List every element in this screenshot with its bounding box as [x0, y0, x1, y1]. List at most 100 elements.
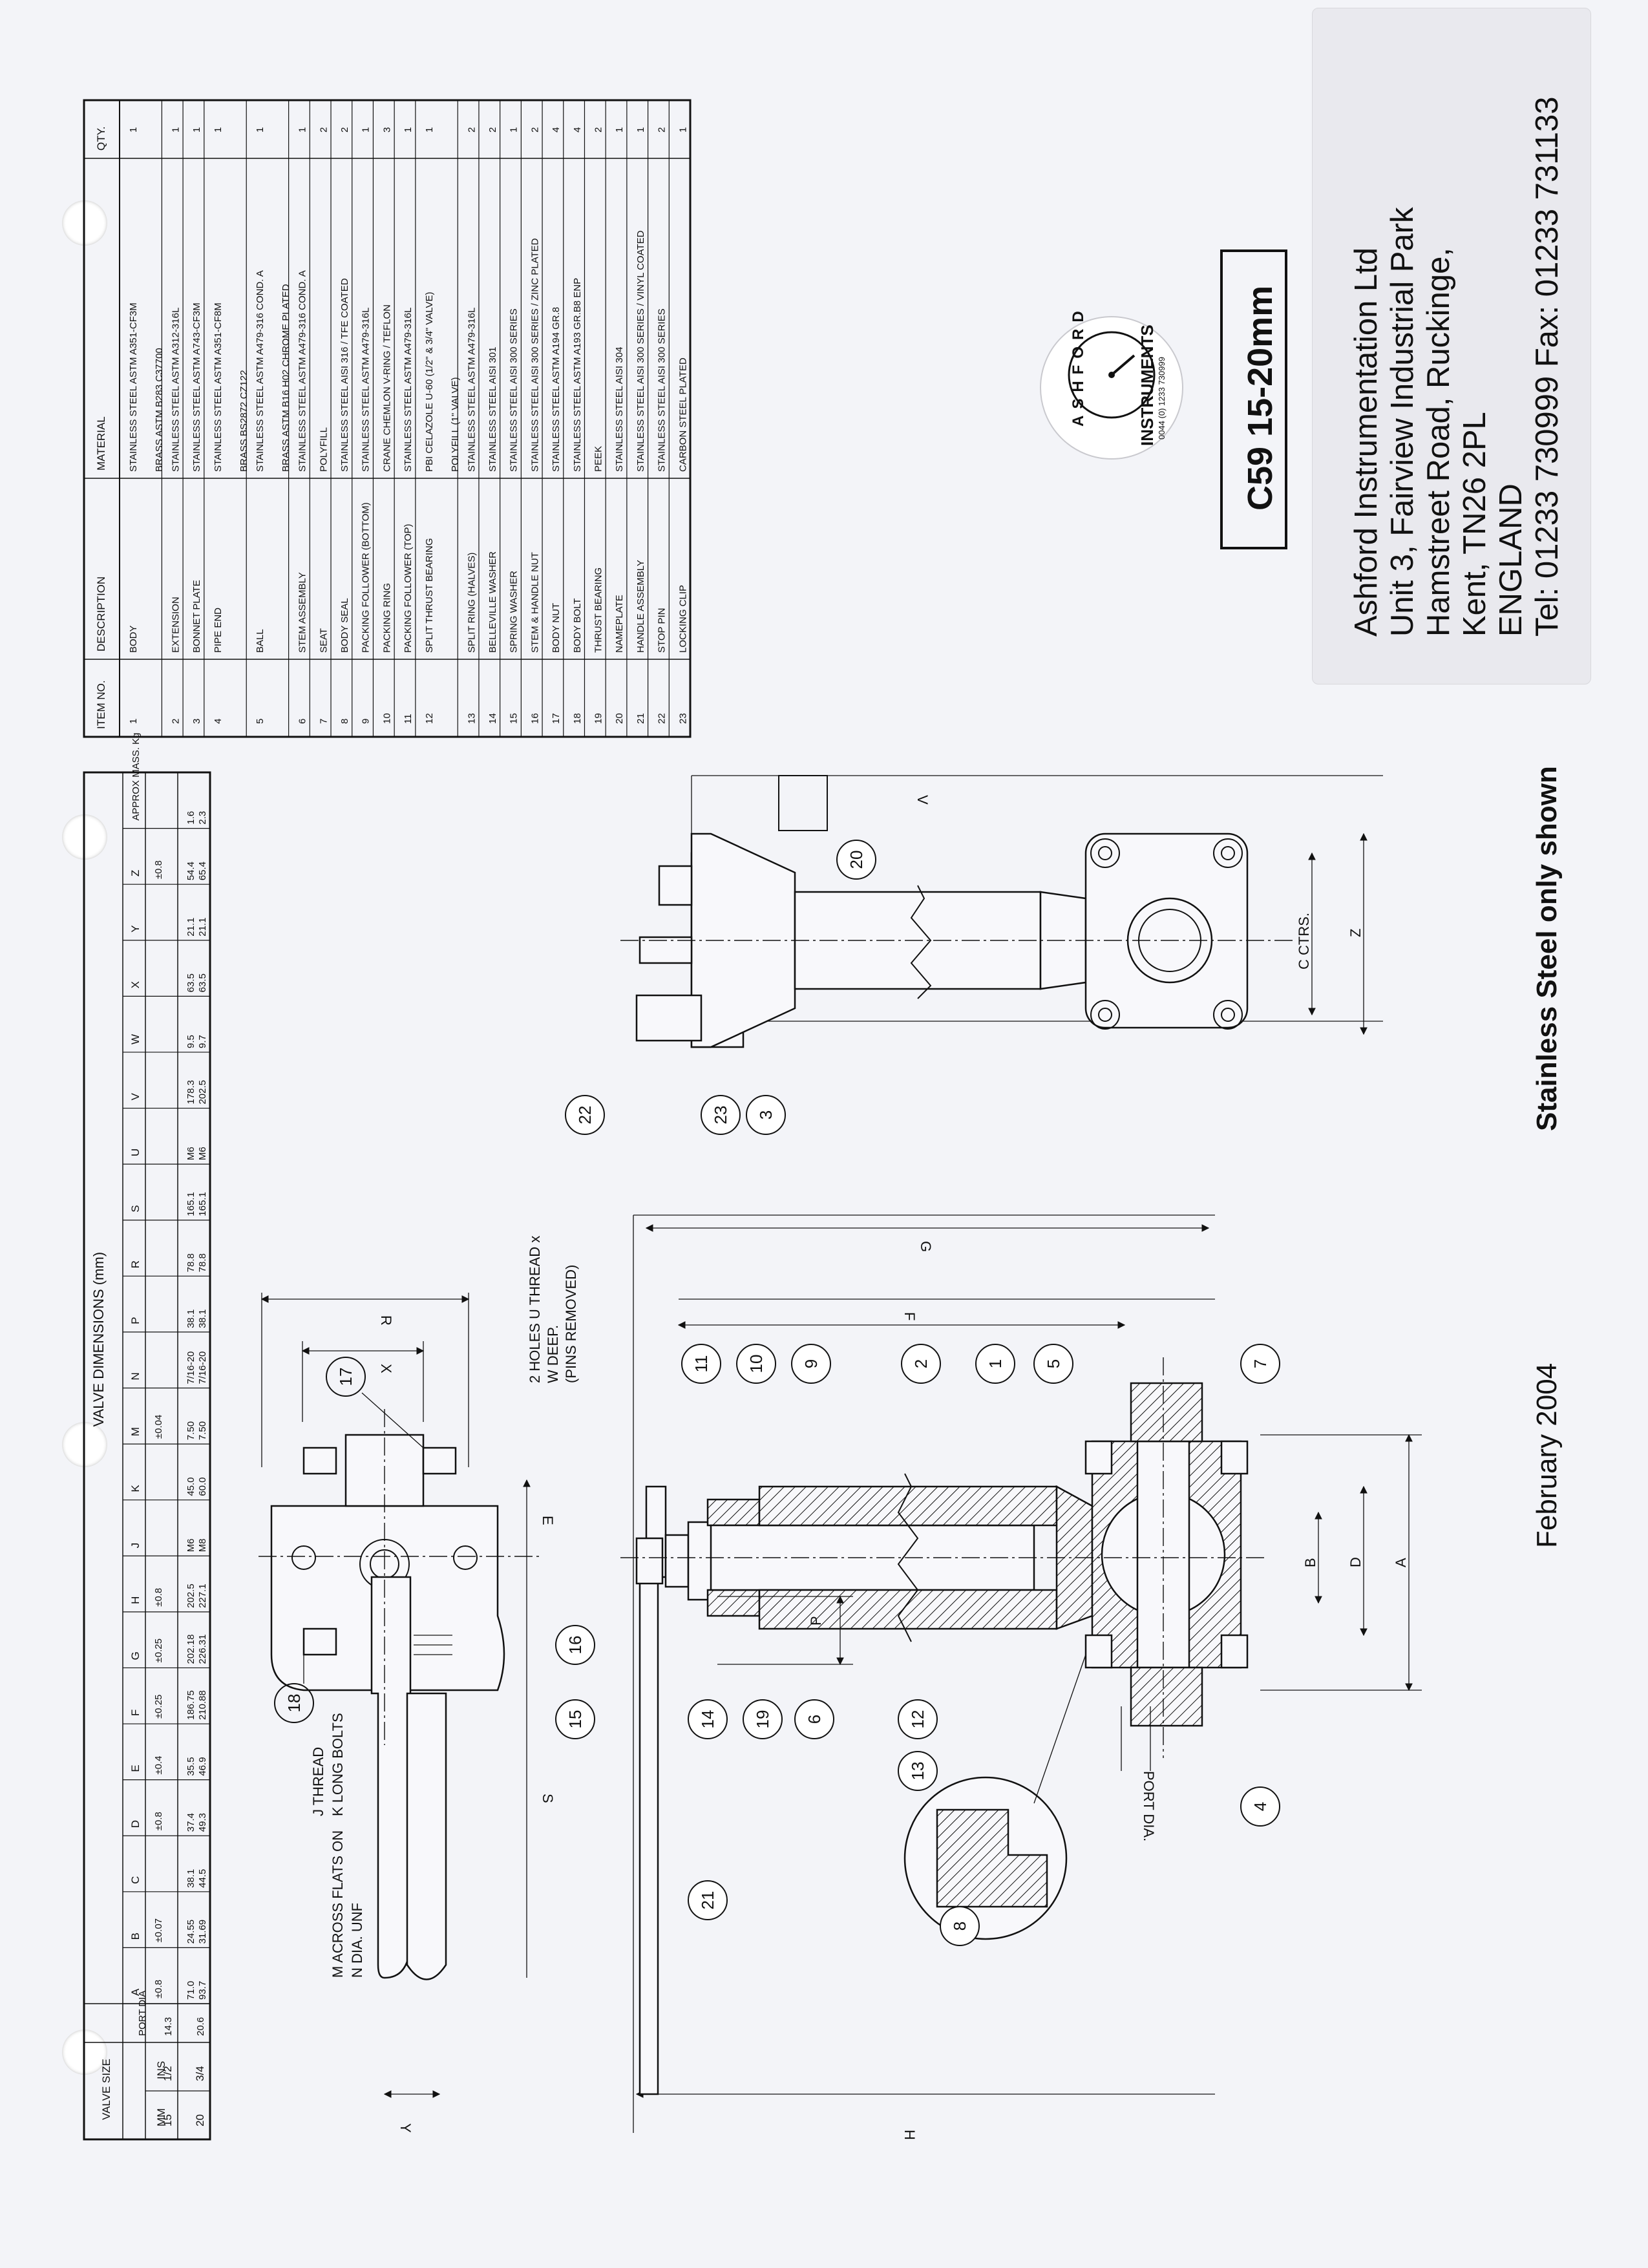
dim-d-label: D	[1347, 1557, 1364, 1567]
svg-text:11: 11	[692, 1355, 711, 1373]
svg-text:5: 5	[1044, 1359, 1063, 1368]
parts-qty: 1	[635, 127, 646, 132]
gauge-icon	[1108, 354, 1136, 378]
dim-tolerance: ±0.4	[153, 1756, 164, 1775]
dim-col-header: R	[129, 1260, 142, 1268]
dim-h-label: H	[902, 2130, 918, 2140]
parts-material: STAINLESS STEEL ASTM A351-CF8M	[213, 302, 224, 472]
dim-value: 202.18	[185, 1635, 196, 1664]
dim-value: 54.4	[185, 862, 196, 880]
balloon-13: 13	[898, 1751, 938, 1791]
parts-qty: 1	[255, 127, 266, 132]
dim-col-header: V	[129, 1093, 142, 1101]
dim-value: M6	[197, 1147, 208, 1160]
svg-text:23: 23	[711, 1106, 730, 1125]
dim-b-label: B	[1302, 1558, 1318, 1567]
parts-item-no: 17	[551, 713, 562, 724]
parts-qty: 2	[593, 127, 604, 132]
dim-value: 9.5	[185, 1035, 196, 1048]
parts-description: BODY	[128, 625, 139, 653]
holes-note-2: W DEEP.	[545, 1325, 561, 1383]
dim-col-header: P	[129, 1317, 142, 1324]
parts-material: PEEK	[593, 446, 604, 472]
parts-item-no: 16	[529, 713, 540, 724]
dim-value: 38.1	[185, 1869, 196, 1888]
title-text: C59 15-20mm	[1241, 286, 1280, 511]
dim-y-label: Y	[397, 2123, 414, 2133]
dim-col-header: A	[129, 1988, 142, 1996]
parts-material: BRASS BS2872 CZ122	[238, 370, 249, 472]
address-line-2: Hamstreet Road, Ruckinge,	[1421, 248, 1456, 637]
dim-col-header: G	[129, 1651, 142, 1660]
parts-item-no: 6	[297, 719, 308, 724]
parts-material: STAINLESS STEEL ASTM A194 GR.8	[551, 307, 562, 472]
dim-value: 63.5	[197, 973, 208, 992]
dim-tolerance: ±0.8	[153, 1980, 164, 1998]
balloon-20: 20	[836, 840, 876, 880]
dim-col-header: APPROX MASS. Kg	[131, 733, 142, 821]
parts-qty: 1	[509, 127, 520, 132]
balloon-17: 17	[326, 1357, 424, 1448]
parts-material: STAINLESS STEEL AISI 300 SERIES / ZINC P…	[529, 238, 540, 472]
dim-col-header: B	[129, 1933, 142, 1940]
parts-material: CARBON STEEL PLATED	[677, 357, 688, 472]
logo-phone: 0044 (0) 1233 730999	[1157, 357, 1167, 440]
dim-col-header: H	[129, 1596, 142, 1604]
dim-value: 46.9	[197, 1757, 208, 1775]
dim-value: M8	[197, 1538, 208, 1552]
svg-text:15: 15	[565, 1710, 585, 1729]
section-view: H F G	[620, 1214, 1422, 2140]
parts-material: STAINLESS STEEL ASTM A193 GR.B8 ENP	[572, 278, 583, 472]
parts-material: STAINLESS STEEL AISI 316 / TFE COATED	[339, 278, 350, 472]
parts-description: SPRING WASHER	[509, 571, 520, 653]
dim-value: 44.5	[197, 1869, 208, 1888]
address-line-1: Unit 3, Fairview Industrial Park	[1385, 207, 1420, 637]
parts-material: STAINLESS STEEL AISI 301	[487, 347, 498, 472]
parts-description: PACKING FOLLOWER (TOP)	[403, 524, 414, 653]
parts-qty: 1	[297, 127, 308, 132]
parts-qty: 3	[381, 127, 392, 132]
parts-description: SEAT	[318, 628, 329, 653]
parts-qty: 1	[191, 127, 202, 132]
parts-item-no: 21	[635, 713, 646, 724]
balloon-2: 2	[901, 1344, 941, 1384]
parts-description: BELLEVILLE WASHER	[487, 551, 498, 653]
col-description-header: DESCRIPTION	[95, 577, 107, 652]
dim-value: M6	[185, 1538, 196, 1552]
parts-item-no: 12	[424, 713, 435, 724]
col-port-header: PORT DIA	[137, 1991, 148, 2036]
row-ins: 3/4	[194, 2066, 206, 2081]
end-view: V C	[620, 775, 1383, 1048]
parts-item-no: 2	[170, 719, 181, 724]
parts-qty: 4	[572, 127, 583, 132]
dim-value: 2.3	[197, 811, 208, 825]
svg-text:2: 2	[911, 1359, 931, 1368]
balloon-21: 21	[688, 1880, 728, 1920]
dim-value: 35.5	[185, 1757, 196, 1775]
dim-col-header: Z	[129, 870, 142, 876]
parts-description: THRUST BEARING	[593, 567, 604, 653]
col-material-header: MATERIAL	[95, 416, 107, 471]
dim-tolerance: ±0.8	[153, 1588, 164, 1607]
row-mm: 20	[194, 2114, 206, 2126]
dim-value: 21.1	[197, 918, 208, 937]
dim-value: 60.0	[197, 1477, 208, 1496]
parts-description: BONNET PLATE	[191, 580, 202, 653]
dim-a-label: A	[1393, 1558, 1409, 1567]
dim-value: 202.5	[197, 1080, 208, 1105]
dim-value: 78.8	[197, 1253, 208, 1272]
balloon-12: 12	[898, 1699, 938, 1739]
holes-note-3: (PINS REMOVED)	[563, 1265, 579, 1383]
balloon-10: 10	[736, 1344, 776, 1384]
balloon-23: 23	[701, 1095, 741, 1135]
parts-material: CRANE CHEMLON V-RING / TEFLON	[381, 304, 392, 472]
svg-text:22: 22	[575, 1106, 595, 1125]
parts-qty: 2	[657, 127, 668, 132]
parts-description: STEM & HANDLE NUT	[529, 552, 540, 653]
svg-text:10: 10	[746, 1355, 766, 1373]
parts-item-no: 5	[255, 719, 266, 724]
parts-description: PACKING FOLLOWER (BOTTOM)	[361, 502, 372, 653]
svg-text:18: 18	[284, 1694, 304, 1713]
dim-value: 93.7	[197, 1981, 208, 2000]
